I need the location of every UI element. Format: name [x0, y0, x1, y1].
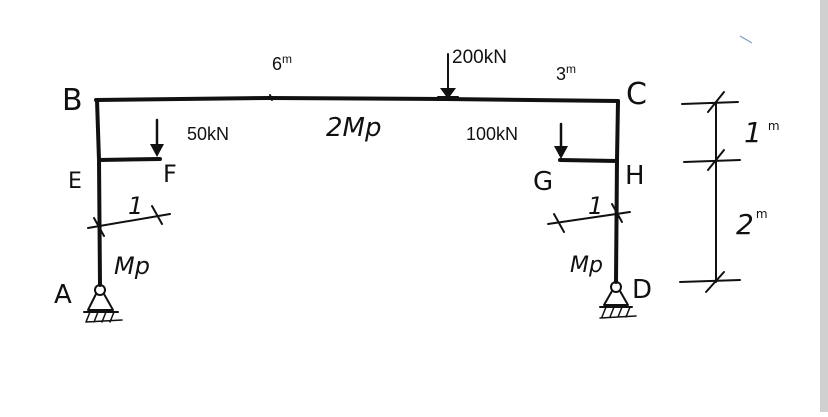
node-label-d: D [632, 275, 652, 305]
dim-arm-left: 1 [128, 192, 143, 220]
node-label-g: G [533, 167, 553, 197]
beam-bc [94, 96, 620, 103]
arm-gh [558, 158, 619, 163]
dim-line-left-arm [87, 205, 171, 237]
load-label-top: 200kN [452, 47, 507, 68]
load-arrowhead-right [554, 146, 568, 159]
dim-span-left: 6m [272, 52, 292, 74]
arm-ef [97, 157, 162, 162]
load-label-left: 50kN [187, 124, 229, 144]
dim-tick-bottom [679, 271, 741, 293]
node-label-b: B [62, 83, 83, 118]
pin-support-d [599, 281, 637, 319]
dim-line-right-arm [547, 203, 631, 233]
moment-label-left-column: Mp [114, 252, 150, 280]
column-ba [95, 98, 102, 287]
load-arrowhead-top [440, 88, 456, 99]
dim-tick-top [681, 91, 739, 113]
dim-span-right: 3m [556, 62, 576, 84]
node-label-e: E [68, 169, 82, 194]
load-label-right: 100kN [466, 124, 518, 144]
beam-tick [269, 94, 273, 101]
right-edge-bar [820, 0, 828, 412]
dim-arm-right: 1 [588, 192, 603, 220]
node-label-c: C [626, 77, 647, 112]
moment-label-beam: 2Mp [326, 113, 381, 143]
node-label-f: F [163, 160, 177, 188]
moment-label-right-column: Mp [570, 253, 603, 278]
node-label-a: A [54, 280, 72, 310]
load-arrowhead-left [150, 144, 164, 157]
node-label-h: H [625, 161, 645, 191]
corner-mark [739, 35, 753, 44]
pin-support-a [83, 284, 123, 323]
dim-tick-middle [683, 149, 741, 171]
column-cd [614, 99, 620, 284]
